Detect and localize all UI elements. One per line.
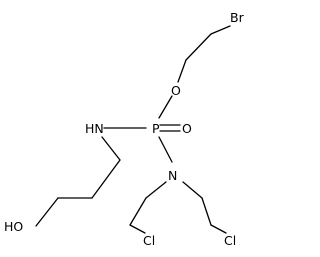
atom-n: N <box>168 168 177 183</box>
atom-cl-right: Cl <box>224 233 236 248</box>
atom-labels: Br O P O HN N HO Cl Cl <box>4 10 245 248</box>
structure-canvas: Br O P O HN N HO Cl Cl <box>4 10 245 248</box>
bond-c2-o <box>177 59 187 83</box>
atom-o-ester: O <box>171 83 181 98</box>
bond-o-p <box>158 95 173 119</box>
bond-p-n <box>158 136 173 163</box>
atom-br: Br <box>230 10 245 25</box>
bond-c10-cl-right <box>210 224 227 234</box>
atom-cl-left: Cl <box>143 233 155 248</box>
bond-c9-c10 <box>201 197 212 226</box>
atom-nh: HN <box>85 121 104 136</box>
bond-c8-cl-left <box>129 224 146 234</box>
bond-c7-c8 <box>129 197 147 226</box>
bond-br-c1 <box>210 25 231 35</box>
atom-o-double: O <box>182 121 192 136</box>
bond-c1-c2 <box>185 33 212 61</box>
structure-diagram: Br O P O HN N HO Cl Cl <box>4 10 245 248</box>
bond-n-c7 <box>145 181 167 199</box>
bond-c5-c6 <box>35 197 59 227</box>
atom-ho: HO <box>4 219 23 234</box>
bond-nh-c3 <box>101 136 121 161</box>
bond-n-c9 <box>182 181 203 199</box>
atom-p: P <box>152 121 160 136</box>
bonds <box>35 25 231 234</box>
bond-c3-c4 <box>91 159 121 199</box>
